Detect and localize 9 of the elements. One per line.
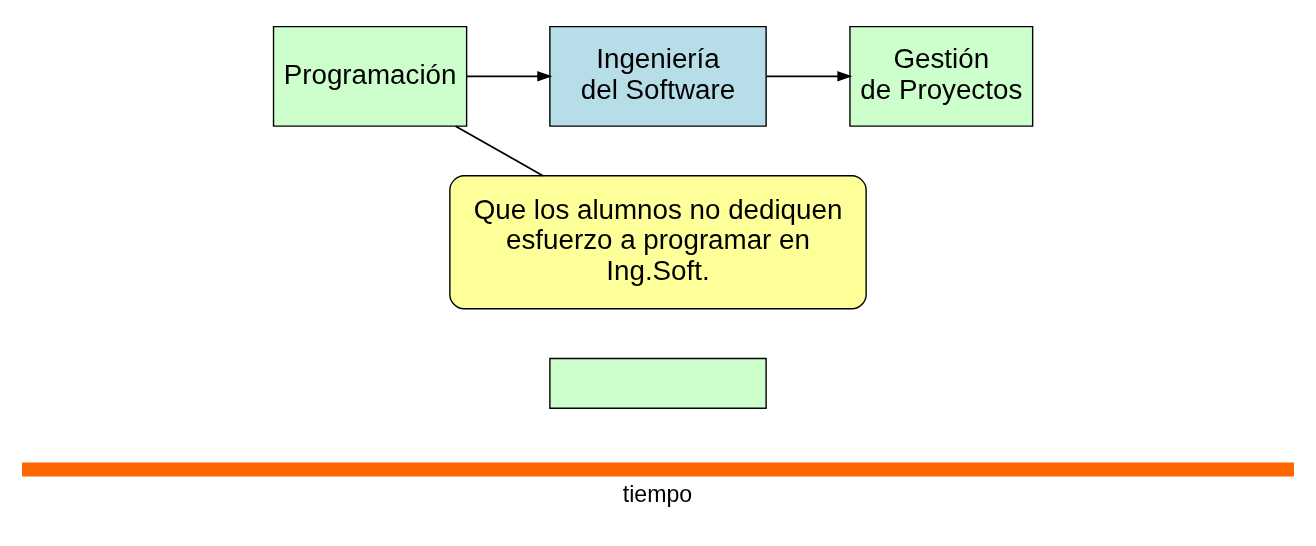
connector [454,124,544,177]
node-box: Que los alumnos no dediquen esfuerzo a programar en Ing.Soft. [449,174,867,309]
arrow [765,70,853,82]
arrow [465,70,553,82]
node-box: Gestión de Proyectos [849,25,1034,127]
node-box: Programación [272,25,468,127]
label: tiempo [622,480,693,507]
node-box [549,357,767,409]
node-box: Ingeniería del Software [549,25,767,127]
